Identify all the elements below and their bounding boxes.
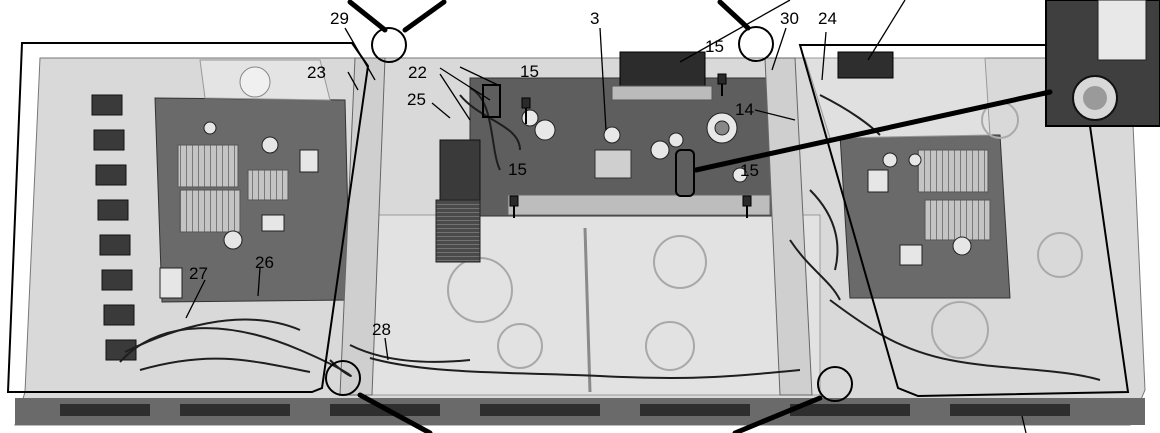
callout-28: 28 bbox=[372, 320, 391, 339]
callout-15-top-center: 15 bbox=[520, 62, 539, 81]
right-rail bbox=[764, 57, 813, 396]
callout-labels: 29 3 30 24 15 15 15 15 22 23 25 14 27 26… bbox=[189, 9, 837, 339]
right-board-heatsinks bbox=[917, 149, 991, 241]
center-panel-seam bbox=[583, 227, 592, 393]
signal-board bbox=[439, 139, 481, 201]
connector-highlight-box bbox=[482, 84, 501, 118]
callout-26: 26 bbox=[255, 253, 274, 272]
callout-25: 25 bbox=[407, 90, 426, 109]
left-rail bbox=[339, 57, 386, 396]
left-region-outline bbox=[6, 42, 370, 393]
wiring-harnesses bbox=[119, 87, 1101, 381]
left-driver-strips bbox=[91, 94, 137, 361]
right-fan bbox=[837, 51, 894, 79]
left-board-heatsinks bbox=[177, 144, 289, 233]
fan-bracket bbox=[611, 85, 713, 101]
callout-14: 14 bbox=[735, 100, 754, 119]
connector-highlight-box-center bbox=[675, 149, 695, 197]
right-lower-dimples bbox=[931, 101, 1083, 359]
left-top-bracket-hole bbox=[239, 66, 271, 98]
callout-27: 27 bbox=[189, 264, 208, 283]
left-board-components bbox=[159, 121, 319, 299]
power-supply-capacitors bbox=[521, 109, 748, 183]
fan-housing bbox=[619, 51, 706, 87]
transformer bbox=[594, 149, 632, 179]
front-edge-connectors bbox=[60, 404, 1070, 416]
screws bbox=[509, 73, 752, 218]
inset-photo-connector bbox=[1097, 0, 1147, 61]
magnifier-circles bbox=[325, 26, 853, 402]
pointer-wedges bbox=[347, 0, 1053, 433]
power-supply-board bbox=[469, 77, 776, 217]
ribbon-cable bbox=[435, 199, 481, 263]
center-panel-dimples bbox=[447, 235, 707, 371]
callout-29: 29 bbox=[330, 9, 349, 28]
callout-30: 30 bbox=[780, 9, 799, 28]
callout-22: 22 bbox=[408, 63, 427, 82]
leader-lines bbox=[185, 0, 1027, 433]
callout-15-mid-right: 15 bbox=[740, 161, 759, 180]
callout-15-top-right: 15 bbox=[705, 37, 724, 56]
power-supply-frame bbox=[507, 194, 771, 216]
callout-15-mid-left: 15 bbox=[508, 160, 527, 179]
right-board-components bbox=[867, 152, 972, 266]
callout-24: 24 bbox=[818, 9, 837, 28]
callout-3: 3 bbox=[590, 9, 599, 28]
callout-23: 23 bbox=[307, 63, 326, 82]
inset-photo-capacitor-top bbox=[1083, 86, 1107, 110]
